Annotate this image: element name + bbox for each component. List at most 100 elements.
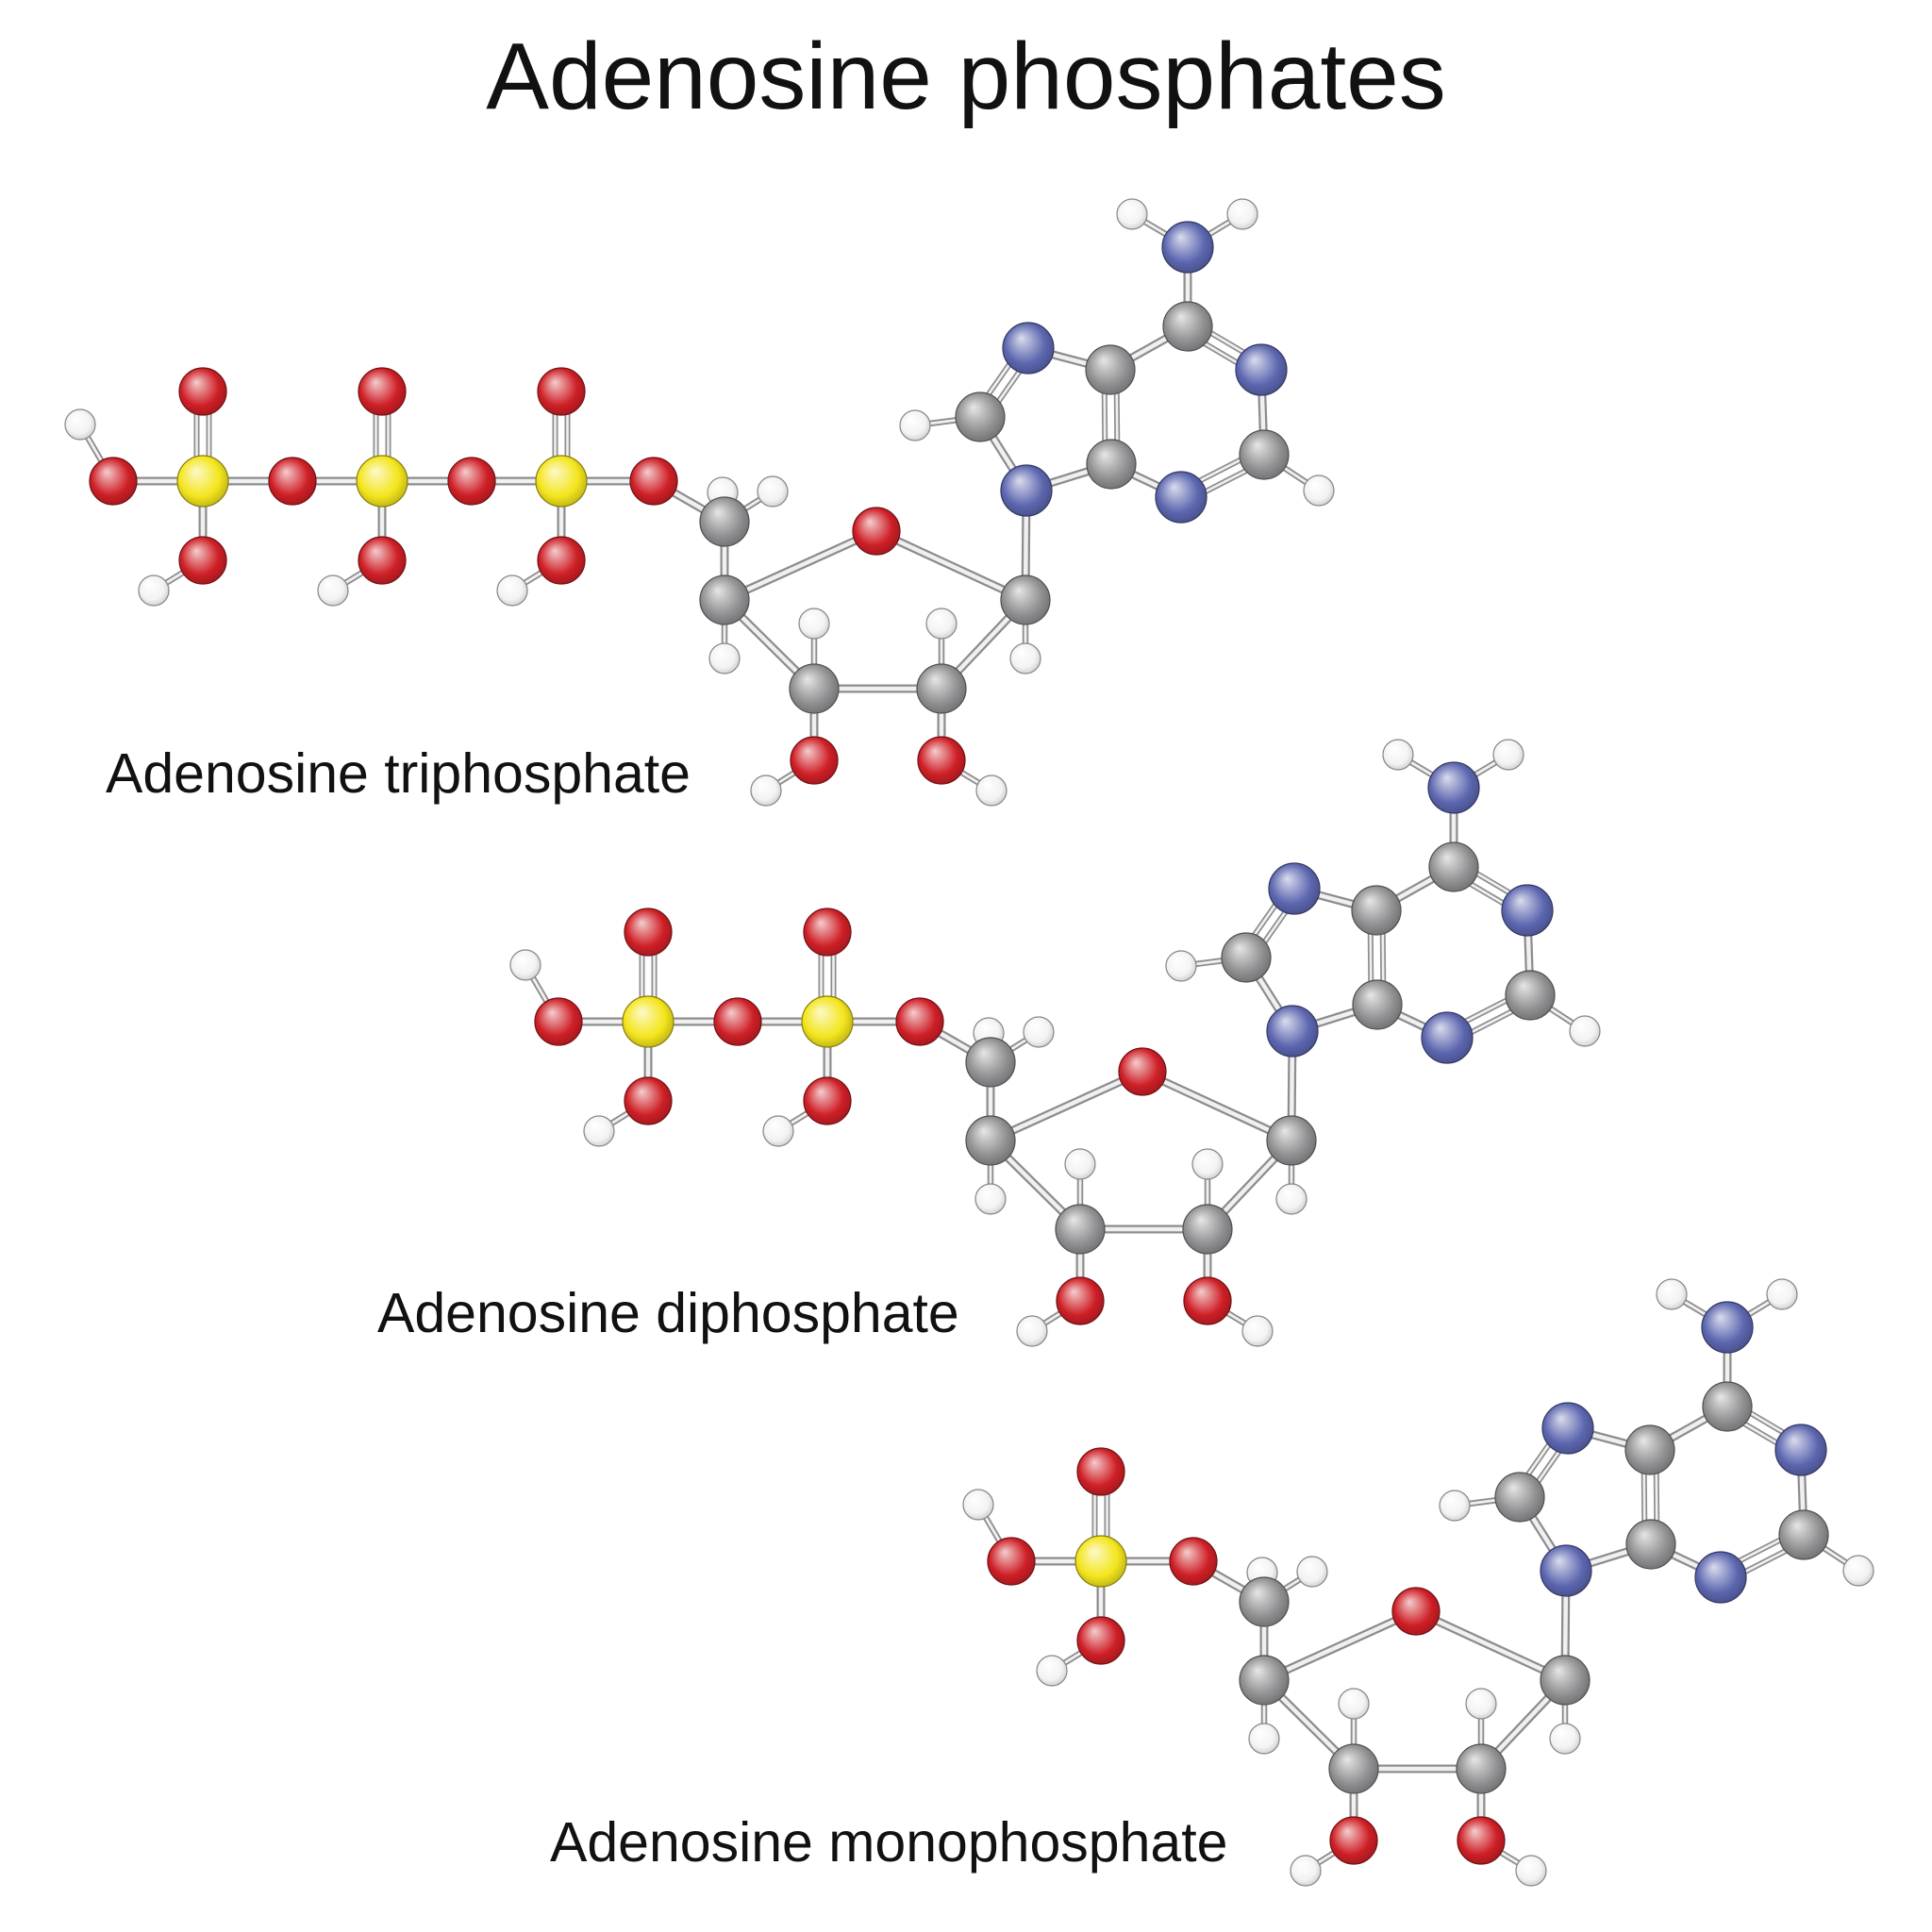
amp-atom-oxygen-Ot xyxy=(987,1537,1036,1586)
adp-atom-oxygen-Ob0 xyxy=(713,997,762,1046)
amp-atom-hydrogen-H4 xyxy=(1248,1723,1280,1755)
atp-atom-carbon-C6 xyxy=(1162,301,1213,352)
atp-atom-oxygen-Oh1 xyxy=(358,536,407,585)
adp-atom-oxygen-O2p xyxy=(1183,1276,1232,1325)
adp-atom-oxygen-Ot xyxy=(534,997,583,1046)
amp-atom-carbon-C2p xyxy=(1456,1743,1507,1794)
amp-atom-hydrogen-H8 xyxy=(1439,1490,1471,1522)
amp-atom-oxygen-Od0 xyxy=(1076,1447,1125,1496)
adp-atom-hydrogen-H1 xyxy=(1275,1183,1307,1215)
atp-atom-hydrogen-H1 xyxy=(1009,642,1041,675)
atp-atom-nitrogen-N6 xyxy=(1161,221,1214,274)
adp-atom-oxygen-O_ring xyxy=(1118,1047,1167,1096)
adp-atom-carbon-C4a xyxy=(1352,979,1403,1030)
amp-atom-hydrogen-H2 xyxy=(1465,1688,1497,1720)
amp-atom-nitrogen-N1 xyxy=(1774,1424,1827,1476)
adp-atom-nitrogen-N7 xyxy=(1268,862,1321,915)
adp-atom-carbon-C2a xyxy=(1505,970,1556,1021)
atp-bond-O_ring-C1p xyxy=(872,526,1030,605)
atp-atom-hydrogen-H2a xyxy=(1303,475,1335,507)
amp-atom-oxygen-O3p xyxy=(1329,1816,1378,1865)
adp-bond-O_ring-C1p xyxy=(1138,1067,1296,1145)
atp-atom-hydrogen-H61 xyxy=(1116,198,1148,230)
amp-atom-hydrogen-H62 xyxy=(1766,1278,1798,1310)
atp-atom-hydrogen-Hh1 xyxy=(317,575,349,607)
adp-atom-nitrogen-N6 xyxy=(1427,761,1480,814)
adp-atom-hydrogen-H2 xyxy=(1191,1148,1224,1180)
atp-atom-carbon-C2p xyxy=(916,663,967,714)
hydrogen-atoms-layer xyxy=(64,198,1874,1887)
atp-atom-nitrogen-N3 xyxy=(1155,471,1208,524)
amp-atom-carbon-C5p xyxy=(1239,1576,1290,1627)
atp-atom-carbon-C5a xyxy=(1085,344,1136,395)
heavy-atoms-layer xyxy=(89,221,1829,1865)
atp-atom-hydrogen-H62 xyxy=(1226,198,1258,230)
atp-atom-hydrogen-Ht xyxy=(64,408,96,441)
label-atp: Adenosine triphosphate xyxy=(106,742,691,805)
amp-atom-nitrogen-N7 xyxy=(1541,1402,1594,1455)
atp-atom-oxygen-Od0 xyxy=(537,367,586,416)
adp-atom-nitrogen-N9 xyxy=(1266,1005,1319,1058)
atp-atom-phosphorus-P0 xyxy=(535,455,588,508)
atp-atom-oxygen-Od1 xyxy=(358,367,407,416)
amp-atom-hydrogen-H61 xyxy=(1656,1278,1688,1310)
adp-atom-carbon-C1p xyxy=(1266,1115,1317,1166)
label-adp: Adenosine diphosphate xyxy=(377,1282,959,1344)
adp-atom-nitrogen-N3 xyxy=(1421,1011,1474,1064)
adp-atom-carbon-C5p xyxy=(965,1037,1016,1088)
atp-atom-carbon-C4p xyxy=(699,575,750,625)
amp-atom-carbon-C3p xyxy=(1328,1743,1379,1794)
amp-atom-hydrogen-H1 xyxy=(1549,1723,1581,1755)
amp-atom-hydrogen-H2a xyxy=(1842,1555,1874,1587)
amp-atom-nitrogen-N3 xyxy=(1694,1551,1747,1604)
adp-atom-hydrogen-HO2 xyxy=(1241,1315,1274,1347)
atp-atom-oxygen-Od2 xyxy=(178,367,227,416)
atp-atom-oxygen-O_br xyxy=(629,457,678,506)
atp-atom-carbon-C2a xyxy=(1239,429,1290,480)
atp-atom-oxygen-Ob0 xyxy=(447,457,496,506)
atp-atom-hydrogen-H5b xyxy=(757,475,789,508)
amp-atom-carbon-C8 xyxy=(1494,1472,1545,1523)
adp-atom-oxygen-O3p xyxy=(1056,1276,1105,1325)
atp-atom-hydrogen-HO2 xyxy=(975,774,1008,807)
adp-bond-C4p-O_ring xyxy=(986,1067,1147,1145)
atp-atom-oxygen-O2p xyxy=(917,736,966,785)
page-title: Adenosine phosphates xyxy=(486,24,1446,129)
adp-atom-carbon-C3p xyxy=(1055,1204,1106,1255)
adp-atom-oxygen-Oh0 xyxy=(803,1076,852,1125)
adp-atom-carbon-C8 xyxy=(1221,932,1272,983)
atp-atom-oxygen-Oh2 xyxy=(178,536,227,585)
atp-atom-oxygen-Ot xyxy=(89,457,138,506)
amp-bond-C4p-O_ring xyxy=(1259,1607,1421,1685)
adp-atom-hydrogen-H62 xyxy=(1492,739,1524,771)
atp-atom-hydrogen-Hh0 xyxy=(496,575,528,607)
adp-atom-hydrogen-H3 xyxy=(1064,1148,1096,1180)
adp-atom-carbon-C4p xyxy=(965,1115,1016,1166)
atp-atom-carbon-C1p xyxy=(1000,575,1051,625)
adp-atom-carbon-C6 xyxy=(1428,841,1479,892)
adp-atom-carbon-C5a xyxy=(1351,885,1402,936)
adp-atom-oxygen-O_br xyxy=(895,997,944,1046)
adp-atom-hydrogen-H5b xyxy=(1023,1016,1055,1048)
amp-atom-carbon-C1p xyxy=(1540,1655,1591,1706)
atp-atom-hydrogen-HO3 xyxy=(750,774,782,807)
amp-bond-O_ring-C1p xyxy=(1411,1607,1570,1685)
amp-atom-hydrogen-HO3 xyxy=(1290,1855,1322,1887)
amp-atom-oxygen-Oh0 xyxy=(1076,1616,1125,1665)
atp-atom-hydrogen-H3 xyxy=(798,608,830,640)
adp-atom-oxygen-Oh1 xyxy=(624,1076,673,1125)
amp-atom-hydrogen-HO2 xyxy=(1515,1855,1547,1887)
adp-atom-hydrogen-Hh0 xyxy=(762,1115,794,1147)
atp-atom-phosphorus-P1 xyxy=(356,455,408,508)
adp-atom-nitrogen-N1 xyxy=(1501,884,1554,937)
atp-atom-oxygen-O_ring xyxy=(852,507,901,556)
adp-atom-oxygen-Od0 xyxy=(803,908,852,957)
adp-atom-hydrogen-H4 xyxy=(974,1183,1007,1215)
label-amp: Adenosine monophosphate xyxy=(550,1811,1228,1874)
adp-atom-oxygen-Od1 xyxy=(624,908,673,957)
amp-atom-carbon-C4a xyxy=(1625,1519,1676,1570)
atp-atom-hydrogen-H4 xyxy=(708,642,741,675)
adp-atom-phosphorus-P1 xyxy=(622,995,675,1048)
amp-atom-carbon-C5a xyxy=(1624,1424,1675,1475)
amp-atom-nitrogen-N6 xyxy=(1701,1301,1754,1354)
